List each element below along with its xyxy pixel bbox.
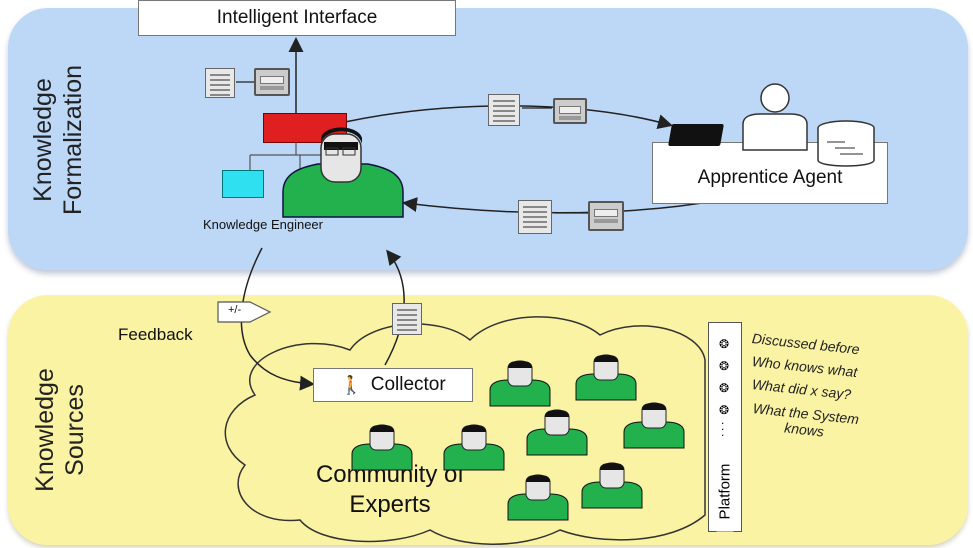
expert-figure	[581, 462, 643, 509]
knowledge-engineer-figure	[282, 127, 404, 218]
document-icon	[205, 68, 235, 98]
database-icon	[588, 201, 624, 231]
database-icon	[553, 98, 587, 124]
document-icon	[392, 303, 422, 335]
collector-to-engineer-arrow	[384, 249, 405, 366]
module-tree-lines	[249, 140, 340, 170]
document-icon	[518, 200, 552, 234]
feedback-tag-label: +/-	[228, 304, 242, 316]
cyan-module-box	[222, 170, 264, 198]
collector-label: Collector	[370, 374, 446, 395]
person-icon: 🚶	[340, 374, 363, 395]
knowledge-formalization-panel	[8, 8, 968, 270]
expert-figure	[507, 474, 569, 521]
intelligent-interface-label: Intelligent Interface	[216, 7, 378, 28]
knowledge-engineer-label: Knowledge Engineer	[203, 217, 323, 232]
server-stack-icon	[668, 124, 724, 146]
apprentice-agent-label: Apprentice Agent	[697, 167, 843, 188]
expert-figure	[623, 402, 685, 449]
expert-figure	[575, 354, 637, 401]
platform-ellipsis: ...	[721, 413, 725, 439]
feedback-arrow	[240, 247, 315, 391]
feedback-label: Feedback	[118, 325, 193, 344]
expert-figure	[443, 424, 505, 471]
platform-entry-icon: ❂	[719, 381, 730, 395]
platform-entry-icon: ❂	[719, 403, 730, 417]
agent-database-icon	[817, 120, 875, 167]
expert-figure	[351, 424, 413, 471]
feedback-tag-shape	[217, 301, 272, 323]
document-icon	[488, 94, 520, 126]
intelligent-interface-box: Intelligent Interface	[138, 0, 456, 36]
apprentice-agent-box: Apprentice Agent	[652, 142, 888, 204]
expert-figure	[526, 409, 588, 456]
platform-label: Platform	[716, 451, 734, 532]
agent-user-icon	[742, 83, 808, 151]
platform-entry-icon: ❂	[719, 337, 730, 351]
expert-figure	[489, 360, 551, 407]
database-icon	[254, 68, 290, 96]
platform-bar: ❂ ❂ ❂ ❂ ... Platform	[708, 322, 742, 532]
platform-entry-icon: ❂	[719, 359, 730, 373]
collector-box: 🚶 Collector	[313, 368, 473, 402]
